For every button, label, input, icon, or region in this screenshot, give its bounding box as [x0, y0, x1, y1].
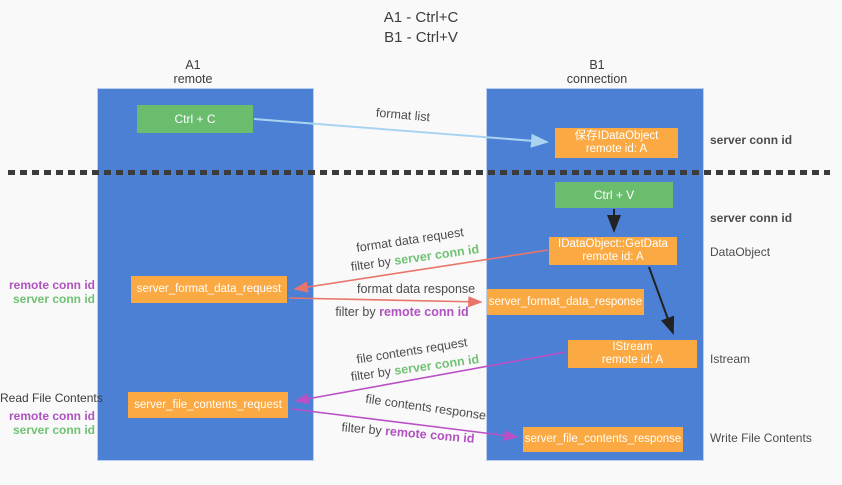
ctrl-c-node: Ctrl + C: [137, 105, 253, 133]
server-conn-id-annotation-top: server conn id: [710, 133, 793, 147]
server-format-data-request-label: server_format_data_request: [136, 283, 282, 295]
read-file-contents-annotation: Read File Contents: [0, 391, 103, 405]
server-file-contents-request-node: server_file_contents_request: [128, 392, 288, 418]
server-conn-id-annotation-2: server conn id: [12, 423, 95, 437]
server-conn-id-annotation-mid: server conn id: [710, 211, 793, 225]
save-idataobject-line2: remote id: A: [585, 143, 648, 155]
server-file-contents-request-label: server_file_contents_request: [134, 398, 282, 411]
ctrl-c-label: Ctrl + C: [174, 111, 216, 126]
getdata-line2: remote id: A: [582, 251, 644, 263]
lifeline-a1-name: A1: [185, 58, 201, 72]
lifeline-header-a1: A1 remote: [133, 58, 253, 86]
server-format-data-response-label: server_format_data_response: [488, 295, 643, 308]
lifeline-b1-role: connection: [566, 72, 628, 86]
format-data-response-arrow: [288, 296, 483, 308]
filter-by-text: filter by: [350, 364, 392, 384]
remote-conn-id-text: remote conn id: [384, 424, 476, 446]
filter-by-text: filter by: [335, 305, 376, 319]
left-conn-id-annotation-group-1: remote conn id server conn id: [0, 278, 95, 306]
save-idataobject-line1: 保存IDataObject: [574, 130, 659, 142]
lifeline-b1-name: B1: [589, 58, 605, 72]
dataobject-annotation: DataObject: [710, 245, 771, 259]
remote-conn-id-annotation-1: remote conn id: [8, 278, 95, 292]
server-format-data-response-node: server_format_data_response: [487, 289, 644, 315]
lifeline-a1-role: remote: [173, 72, 213, 86]
istream-line1: IStream: [612, 341, 653, 353]
phase-divider-dotted-line: [8, 170, 830, 175]
file-contents-response-label: file contents response: [364, 391, 487, 423]
remote-conn-id-annotation-2: remote conn id: [8, 409, 95, 423]
diagram-title: A1 - Ctrl+C B1 - Ctrl+V: [321, 8, 521, 48]
server-file-contents-response-label: server_file_contents_response: [524, 433, 682, 445]
ctrl-v-node: Ctrl + V: [555, 182, 673, 208]
filter-by-remote-conn-id-label-2: filter by remote conn id: [341, 420, 476, 446]
istream-line2: remote id: A: [601, 354, 664, 366]
idataobject-getdata-node: IDataObject::GetData remote id: A: [549, 237, 677, 265]
filter-by-remote-conn-id-label-1: filter by remote conn id: [335, 305, 469, 319]
left-conn-id-annotation-group-2: remote conn id server conn id: [0, 409, 95, 437]
title-line-2: B1 - Ctrl+V: [384, 29, 458, 46]
istream-node: IStream remote id: A: [568, 340, 697, 368]
ctrl-v-label: Ctrl + V: [593, 187, 635, 202]
server-conn-id-annotation-1: server conn id: [12, 292, 95, 306]
server-file-contents-response-node: server_file_contents_response: [523, 427, 683, 452]
filter-by-text: filter by: [340, 420, 383, 438]
istream-annotation: Istream: [710, 352, 751, 366]
write-file-contents-annotation: Write File Contents: [710, 431, 812, 445]
title-line-1: A1 - Ctrl+C: [383, 9, 459, 26]
format-list-label: format list: [375, 105, 431, 125]
left-annotation-group-2: Read File Contents remote conn id server…: [0, 391, 103, 437]
filter-by-text: filter by: [350, 254, 392, 274]
server-format-data-request-node: server_format_data_request: [131, 276, 287, 303]
lifeline-header-b1: B1 connection: [537, 58, 657, 86]
save-idataobject-node: 保存IDataObject remote id: A: [555, 128, 678, 158]
remote-conn-id-text: remote conn id: [379, 305, 469, 319]
getdata-line1: IDataObject::GetData: [558, 238, 668, 250]
format-data-response-label: format data response: [357, 282, 476, 296]
